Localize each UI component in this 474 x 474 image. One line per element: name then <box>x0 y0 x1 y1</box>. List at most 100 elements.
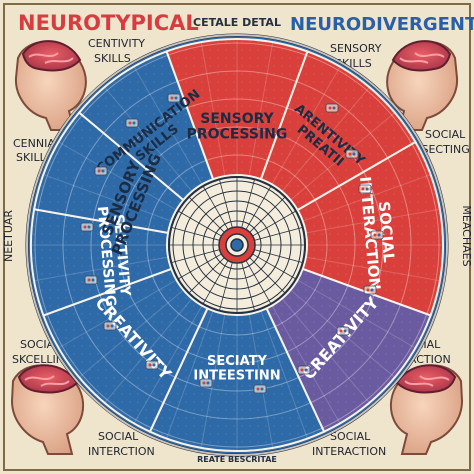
wheel-label-line: SECIATY <box>207 354 268 369</box>
wheel-label-line: SENTIVITY <box>110 214 133 298</box>
small-icon-dot <box>152 363 156 367</box>
small-icon-box <box>103 321 117 331</box>
wheel-segment-pattern-7 <box>30 209 172 316</box>
small-icon-box <box>370 230 384 240</box>
small-icon-dot <box>300 368 304 372</box>
small-icon-dot <box>256 387 260 391</box>
wheel-ring-line <box>62 70 412 420</box>
small-icon-box <box>125 118 139 128</box>
small-icon-dot <box>361 187 365 191</box>
bottom-caption: REATE BESCRITAE <box>197 455 277 464</box>
wheel-segment-pattern-1 <box>166 38 308 180</box>
wheel-radial-line <box>34 256 169 282</box>
wheel-radial-line <box>248 42 274 177</box>
wheel-segment-pattern-8 <box>34 112 184 233</box>
small-icon-dot <box>132 121 136 125</box>
bottom-right-low-label-line-1: SOCIAL <box>330 430 371 443</box>
small-icon-dot <box>174 96 178 100</box>
wheel-radial-line <box>297 279 416 349</box>
wheel-label-line: SOCIAL <box>375 201 398 264</box>
small-icon-dot <box>332 106 336 110</box>
wheel-radial-line <box>305 208 440 234</box>
wheel-radial-line <box>290 112 396 201</box>
wheel-radial-line <box>271 305 341 424</box>
small-icon-box <box>345 149 359 159</box>
small-icon-box <box>325 103 339 113</box>
small-icon-dot <box>339 329 343 333</box>
wheel-radial-line <box>133 66 203 185</box>
wheel-segment-pattern-6 <box>43 268 208 432</box>
wheel-radial-line <box>271 66 341 185</box>
small-icon-dot <box>110 324 114 328</box>
wheel-radial-line <box>200 42 226 177</box>
wheel-ring-line <box>34 42 440 448</box>
wheel-radial-line <box>260 51 308 180</box>
small-icon-box <box>297 365 311 375</box>
small-icon-dot <box>87 278 91 282</box>
right-vertical-label: MEACHAES <box>460 205 473 266</box>
wheel-radial-line <box>78 289 184 378</box>
wheel-ring-line <box>146 154 328 336</box>
wheel-radial-line <box>43 174 172 222</box>
top-left-label-line-1: CENTIVITY <box>88 37 145 50</box>
wheel-radial-line <box>297 141 416 211</box>
bottom-left-low-label-line-2: INTERCTION <box>88 445 155 458</box>
wheel-radial-line <box>260 310 308 439</box>
small-icon-dot <box>202 381 206 385</box>
target-center-icon <box>230 238 244 252</box>
wheel-radial-line <box>78 112 184 201</box>
small-icon-dot <box>365 187 369 191</box>
small-icon-dot <box>260 387 264 391</box>
wheel-label-line: INTEESTINN <box>193 368 280 383</box>
wheel-radial-line <box>43 268 172 316</box>
small-icon-dot <box>101 169 105 173</box>
small-icon-dot <box>91 278 95 282</box>
small-icon-dot <box>170 96 174 100</box>
bottom-right-brain-head <box>389 364 464 455</box>
small-icon-dot <box>206 381 210 385</box>
small-icon-box <box>84 275 98 285</box>
wheel-radial-line <box>305 256 440 282</box>
small-icon-box <box>80 222 94 232</box>
wheel-ring-line <box>90 98 384 392</box>
wheel-ring-line <box>118 126 356 364</box>
wheel-radial-line <box>34 208 169 234</box>
small-icon-box <box>145 360 159 370</box>
wheel-radial-line <box>166 51 214 180</box>
wheel-label-line: PROCESSING <box>187 126 288 142</box>
small-icon-dot <box>366 288 370 292</box>
top-right-label-line-1: SENSORY <box>330 42 382 55</box>
wheel-segment-pattern-3 <box>297 142 443 316</box>
small-icon-dot <box>377 233 381 237</box>
small-icon-box <box>199 378 213 388</box>
wheel-radial-line <box>133 305 203 424</box>
bottom-left-brain-head <box>10 364 85 455</box>
left-title: NEUROTYPICAL <box>18 11 199 35</box>
wheel-segment-pattern-2 <box>260 51 416 210</box>
small-icon-dot <box>128 121 132 125</box>
wheel-radial-line <box>166 310 214 439</box>
bottom-left-low-label-line-1: SOCIAL <box>98 430 139 443</box>
poster-border <box>3 3 471 471</box>
wheel-label-line: SENSORY <box>200 111 274 127</box>
wheel-radial-line <box>302 174 431 222</box>
left-vertical-label: NEETUAR <box>2 210 15 262</box>
wheel-radial-line <box>200 313 226 448</box>
center-title: CETALE DETAL <box>193 16 281 29</box>
small-icon-box <box>336 326 350 336</box>
wheel-segment-pattern-9 <box>79 51 214 201</box>
small-icon-dot <box>370 288 374 292</box>
small-icon-dot <box>352 152 356 156</box>
top-left-label-line-2: SKILLS <box>94 52 131 65</box>
wheel-radial-line <box>104 298 193 404</box>
wheel-radial-line <box>58 279 177 349</box>
small-icon-box <box>363 285 377 295</box>
small-icon-dot <box>148 363 152 367</box>
small-icon-box <box>167 93 181 103</box>
wheel-radial-line <box>281 298 370 404</box>
wheel-radial-line <box>281 86 370 192</box>
